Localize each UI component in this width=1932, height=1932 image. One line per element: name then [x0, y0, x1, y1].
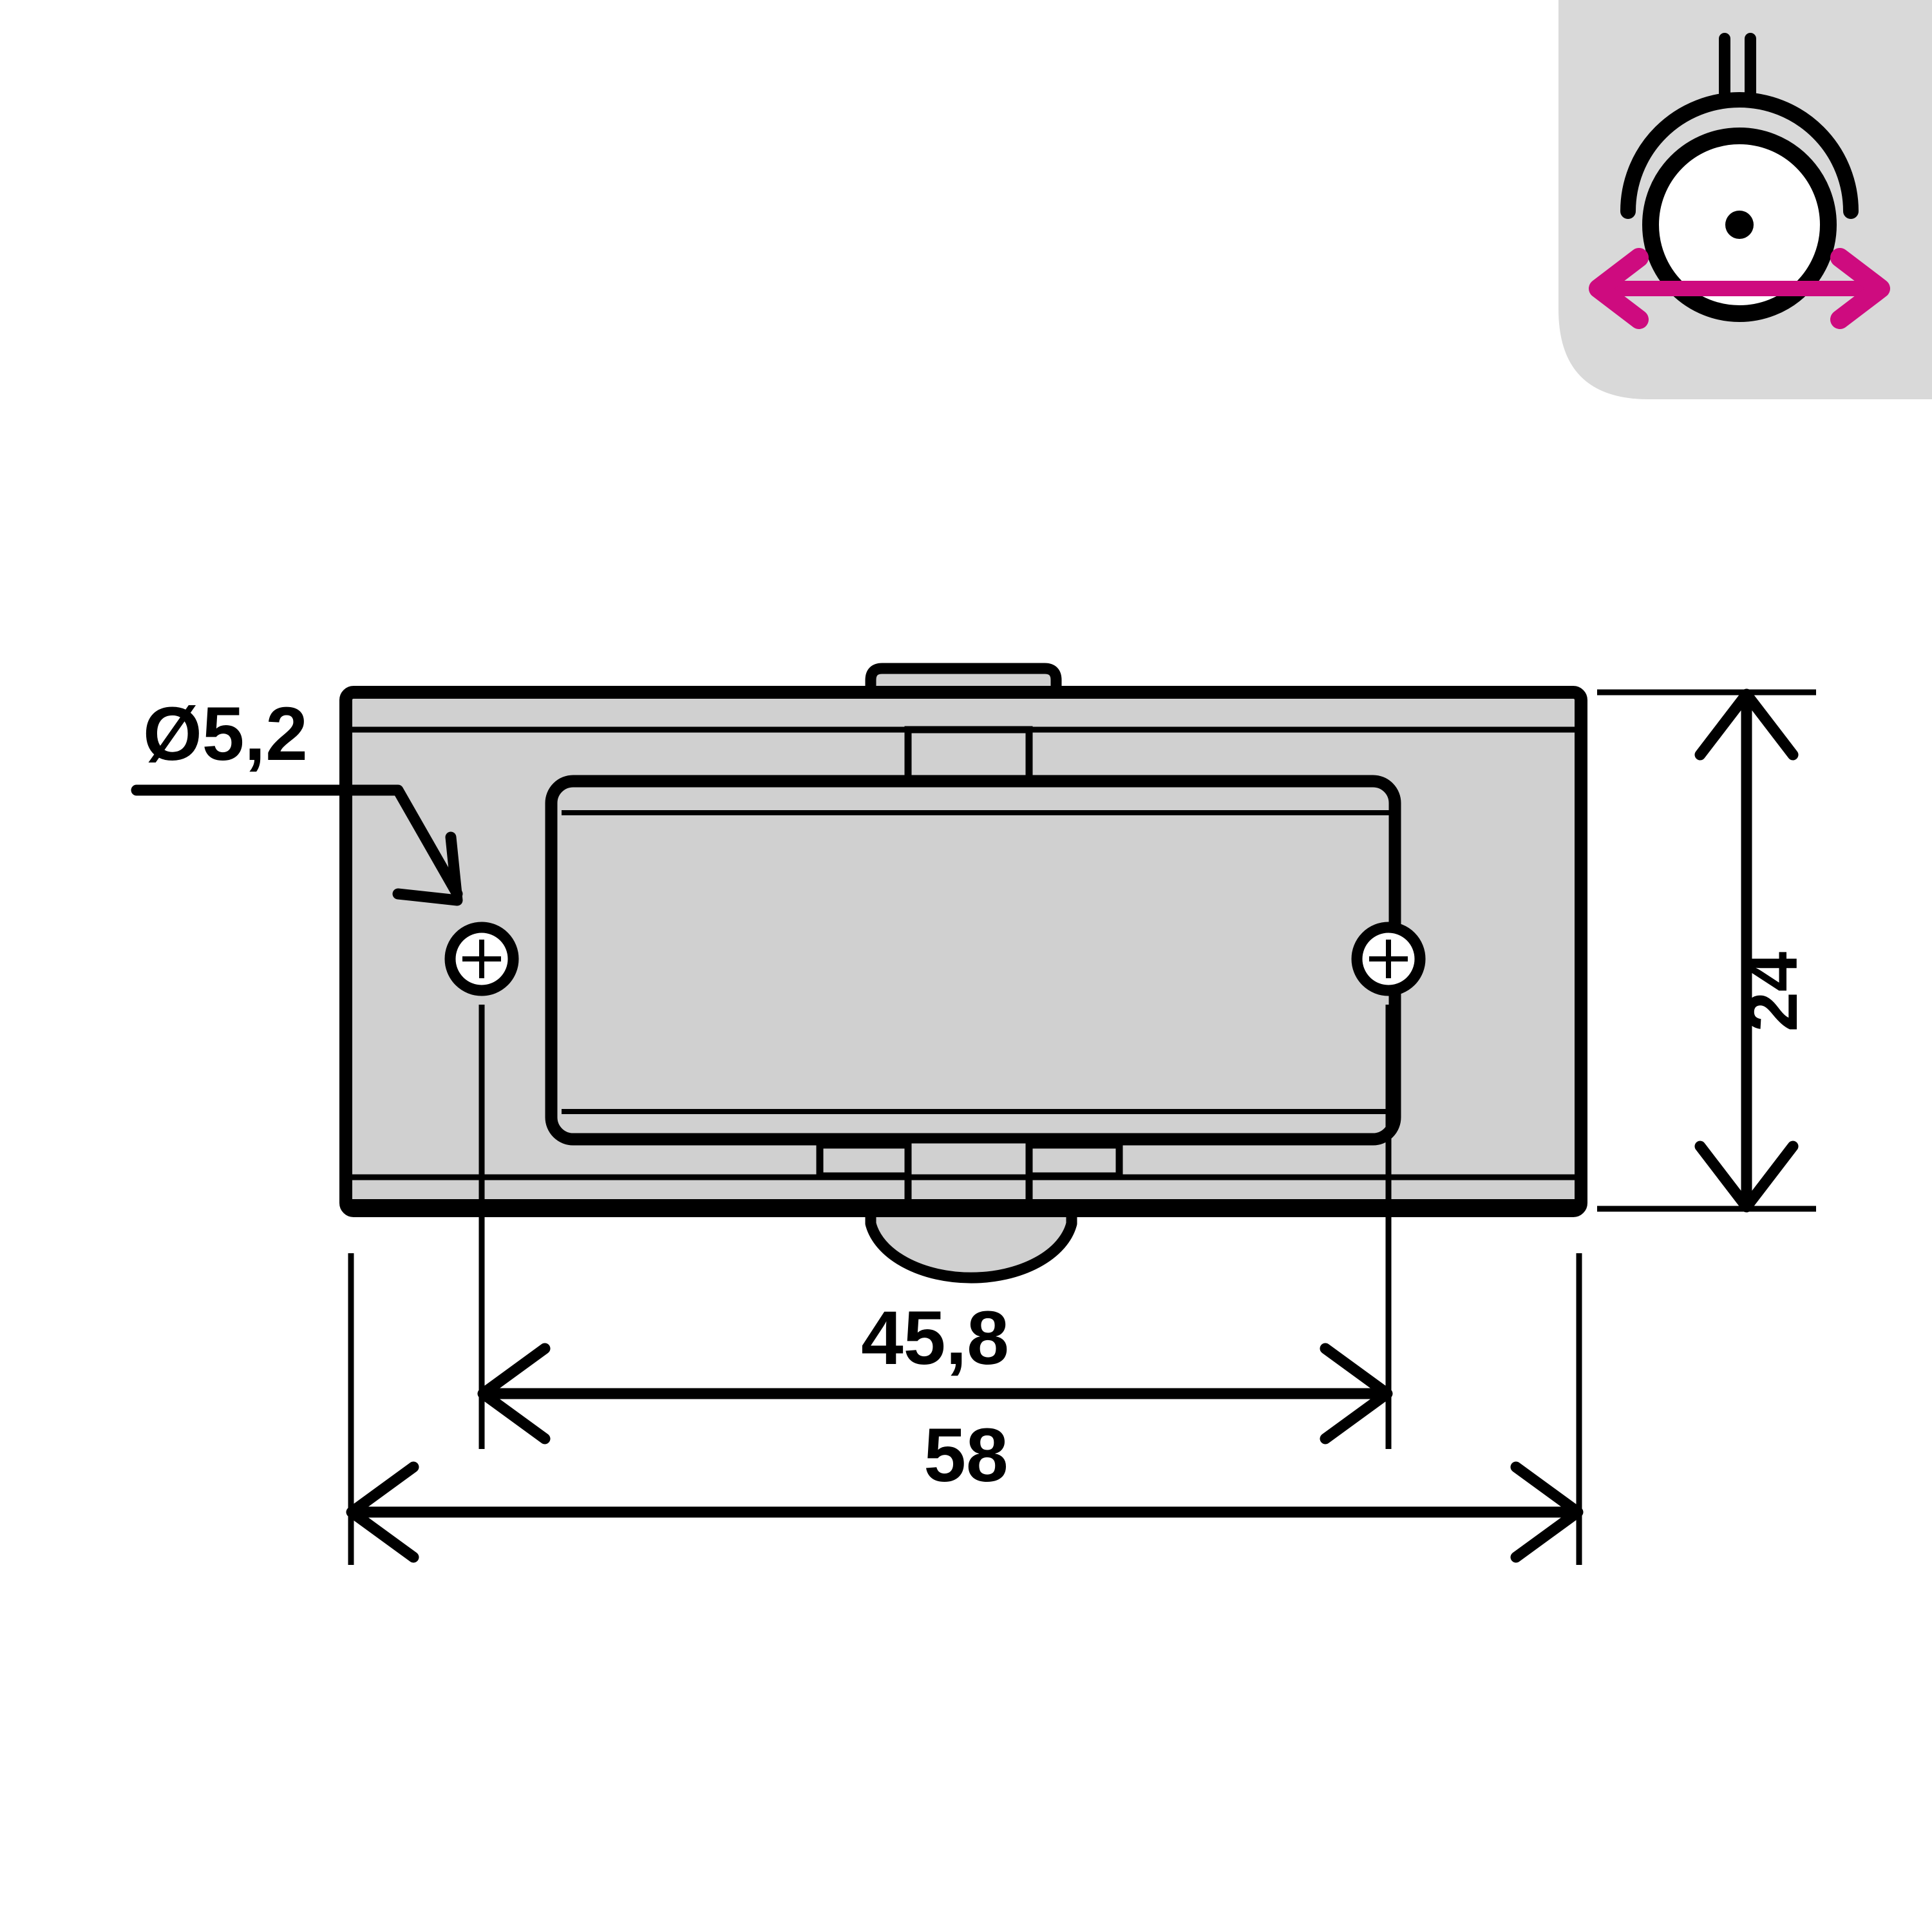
roller-axis-dot-icon	[1725, 211, 1754, 239]
hole-diameter-leader	[131, 784, 463, 906]
mounting-plate-group	[339, 663, 1587, 1283]
bottom-boss-narrow	[904, 1136, 1033, 1211]
rotation-arc-icon	[1620, 92, 1859, 219]
dimension-label-24: 24	[1732, 952, 1812, 1032]
adjust-arrow-right-head-icon	[1830, 248, 1890, 329]
dimension-height-24	[1597, 688, 1816, 1213]
bottom-round-protrusion	[865, 1198, 1077, 1283]
adjust-arrow-left-head-icon	[1589, 248, 1649, 329]
right-screw-hole	[1351, 922, 1426, 996]
dimension-label-458: 45,8	[861, 1296, 1009, 1381]
dimension-hole-spacing-458	[477, 1005, 1393, 1449]
dimension-label-58: 58	[923, 1413, 1008, 1498]
left-screw-hole	[444, 922, 519, 996]
dimension-width-58	[346, 1253, 1584, 1565]
badge-glyph-group	[1589, 33, 1890, 329]
hole-diameter-label: Ø5,2	[143, 692, 308, 777]
